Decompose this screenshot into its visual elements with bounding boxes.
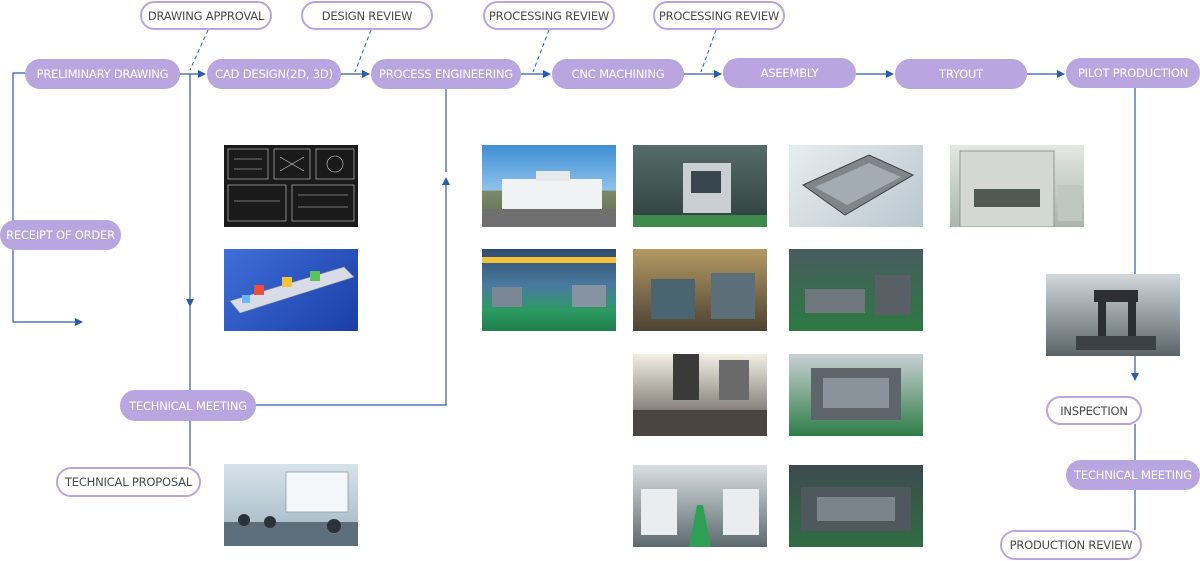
dash-drawing-approval xyxy=(189,29,209,71)
step-cad-design: CAD DESIGN(2D, 3D) xyxy=(207,59,341,89)
photo-assembly-die-2 xyxy=(789,249,923,331)
photo-cnc-machine-2 xyxy=(633,249,767,331)
step-pilot-production: PILOT PRODUCTION xyxy=(1066,58,1200,88)
photo-assembly-die-3 xyxy=(789,354,923,436)
step-preliminary-drawing: PRELIMINARY DRAWING xyxy=(25,59,180,89)
photo-factory-interior xyxy=(482,249,616,331)
photo-technical-proposal-meeting xyxy=(224,464,358,546)
photo-cnc-machine-4 xyxy=(633,465,767,547)
photo-cad-2d-drawing xyxy=(224,145,358,227)
photo-tryout-press xyxy=(950,145,1084,227)
line-left-loop xyxy=(12,72,83,326)
line-meeting-to-process xyxy=(256,177,450,406)
review-drawing-approval: DRAWING APPROVAL xyxy=(140,1,272,30)
step-assembly: ASEEMBLY xyxy=(723,58,856,88)
step-technical-proposal: TECHNICAL PROPOSAL xyxy=(56,467,201,497)
review-design-review: DESIGN REVIEW xyxy=(301,1,433,30)
step-production-review: PRODUCTION REVIEW xyxy=(1000,530,1142,560)
step-tryout: TRYOUT xyxy=(895,59,1027,89)
review-processing-review-1: PROCESSING REVIEW xyxy=(483,1,615,30)
step-cnc-machining: CNC MACHINING xyxy=(552,59,684,89)
step-receipt-of-order: RECEIPT OF ORDER xyxy=(0,220,121,250)
photo-cnc-machine-3 xyxy=(633,354,767,436)
photo-cad-3d-model xyxy=(224,249,358,331)
photo-assembly-die-1 xyxy=(789,145,923,227)
dash-processing-review-1 xyxy=(532,29,550,73)
step-technical-meeting-right: TECHNICAL MEETING xyxy=(1066,460,1200,490)
step-inspection: INSPECTION xyxy=(1046,396,1142,425)
photo-cnc-machine-1 xyxy=(633,145,767,227)
step-process-engineering: PROCESS ENGINEERING xyxy=(371,59,521,89)
photo-inspection-cmm xyxy=(1046,274,1180,356)
photo-factory-exterior xyxy=(482,145,616,227)
step-technical-meeting-left: TECHNICAL MEETING xyxy=(120,390,256,421)
dash-design-review xyxy=(354,29,372,73)
dash-processing-review-2 xyxy=(700,29,717,73)
photo-assembly-die-4 xyxy=(789,465,923,547)
review-processing-review-2: PROCESSING REVIEW xyxy=(653,1,785,30)
